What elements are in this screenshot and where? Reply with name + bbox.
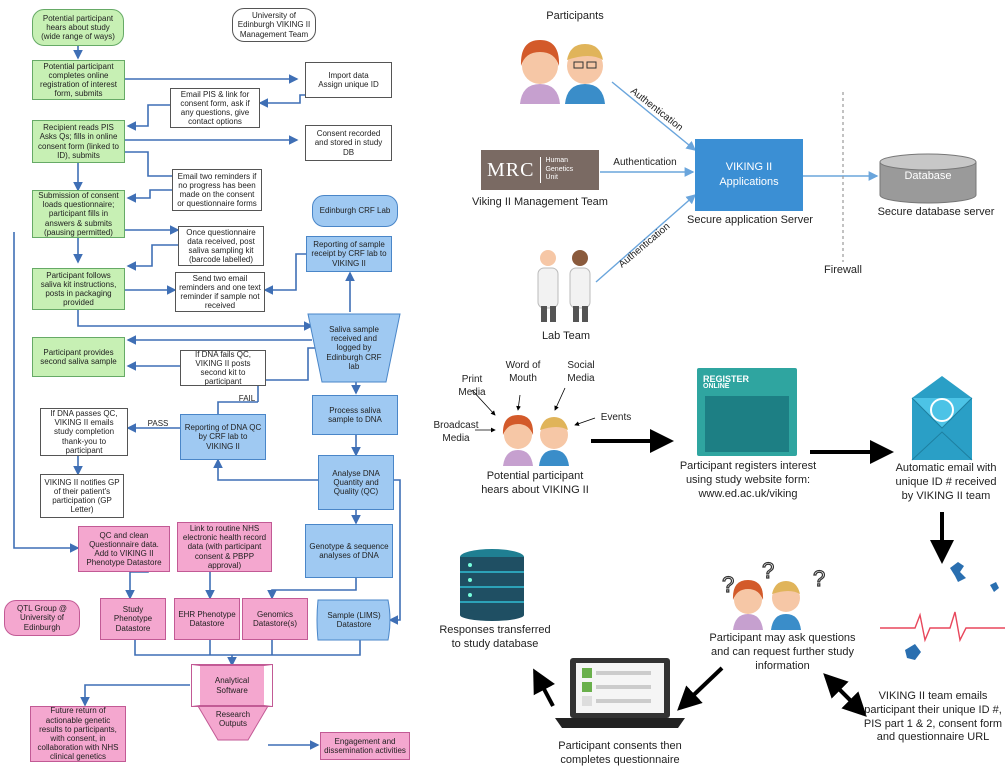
fail-label: FAIL xyxy=(238,394,256,404)
team-emails-label: VIKING II team emails participant their … xyxy=(863,690,1003,744)
participants-label: Participants xyxy=(546,10,604,22)
participant-questions-label: Participant may ask questions and can re… xyxy=(709,632,856,672)
notifies-gp-node: VIKING II notifies GP of their patient's… xyxy=(40,474,124,518)
follows-kit-node: Participant follows saliva kit instructi… xyxy=(32,268,125,310)
email-envelope-icon xyxy=(911,376,973,461)
crf-lab-node: Edinburgh CRF Lab xyxy=(312,195,398,227)
print-media-label: Print Media xyxy=(458,374,486,398)
dna-pass-node: If DNA passes QC, VIKING II emails study… xyxy=(40,408,128,456)
authentication-label-middle: Authentication xyxy=(613,157,677,168)
question-woman-icon xyxy=(732,580,764,630)
register-form-graphic xyxy=(705,396,789,452)
potential-participant-label: Potential participant hears about VIKING… xyxy=(481,470,589,496)
journey-connectors xyxy=(471,387,954,717)
reporting-receipt-node: Reporting of sample receipt by CRF lab t… xyxy=(306,236,392,272)
once-questionnaire-node: Once questionnaire data received, post s… xyxy=(178,226,264,266)
saliva-received-trapezoid xyxy=(307,313,401,383)
team-node: University of Edinburgh VIKING II Manage… xyxy=(232,8,316,42)
mrc-logo-text: MRC xyxy=(487,158,535,181)
register-online-graphic: REGISTER ONLINE xyxy=(697,368,797,456)
lab-team-label: Lab Team xyxy=(541,330,591,342)
email-reminders-node: Email two reminders if no progress has b… xyxy=(172,169,262,211)
analytical-software-node: Analytical Software xyxy=(191,664,273,707)
completes-registration-node: Potential participant completes online r… xyxy=(32,60,125,100)
heartbeat-line xyxy=(880,611,1005,643)
recipient-reads-node: Recipient reads PIS Asks Qs; fills in on… xyxy=(32,120,125,163)
future-return-node: Future return of actionable genetic resu… xyxy=(30,706,126,762)
register-subtitle: ONLINE xyxy=(703,383,730,390)
study-phenotype-node: Study Phenotype Datastore xyxy=(100,598,166,640)
analyse-dna-node: Analyse DNA Quantity and Quality (QC) xyxy=(318,455,394,510)
server-stack-icon xyxy=(460,549,524,621)
journey-woman-icon xyxy=(502,415,534,466)
register-title: REGISTER xyxy=(703,374,750,384)
process-saliva-node: Process saliva sample to DNA xyxy=(312,395,398,435)
email-pis-node: Email PIS & link for consent form, ask i… xyxy=(170,88,260,128)
participant-woman-icon xyxy=(520,40,560,104)
svg-text:?: ? xyxy=(813,566,825,591)
database-cylinder xyxy=(879,153,977,204)
saliva-received-label: Saliva sample received and logged by Edi… xyxy=(326,325,382,371)
send-reminders-node: Send two email reminders and one text re… xyxy=(175,272,265,312)
mrc-logo: MRC Human Genetics Unit xyxy=(481,150,599,190)
engagement-node: Engagement and dissemination activities xyxy=(320,732,410,760)
qtl-group-node: QTL Group @ University of Edinburgh xyxy=(4,600,80,636)
lab-team-icons xyxy=(537,250,591,322)
responses-transferred-label: Responses transferred to study database xyxy=(439,624,551,650)
events-label: Events xyxy=(600,412,632,423)
mrc-unit-text: Human Genetics Unit xyxy=(540,157,573,183)
svg-text:?: ? xyxy=(762,558,774,583)
dna-fail-node: If DNA fails QC, VIKING II posts second … xyxy=(180,350,266,386)
svg-text:?: ? xyxy=(722,572,734,597)
ehr-phenotype-node: EHR Phenotype Datastore xyxy=(174,598,240,640)
map-icon xyxy=(905,562,999,660)
laptop-icon xyxy=(555,658,685,728)
firewall-label: Firewall xyxy=(824,264,862,276)
second-sample-node: Participant provides second saliva sampl… xyxy=(32,337,125,377)
social-media-label: Social Media xyxy=(567,360,595,384)
import-data-node: Import data Assign unique ID xyxy=(305,62,392,98)
architecture-connectors xyxy=(595,81,879,283)
hears-node: Potential participant hears about study … xyxy=(32,9,124,46)
participant-consents-label: Participant consents then completes ques… xyxy=(558,740,682,766)
sample-lims-label: Sample (LIMS) Datastore xyxy=(327,610,381,629)
genomics-datastore-node: Genomics Datastore(s) xyxy=(242,598,308,640)
consent-recorded-node: Consent recorded and stored in study DB xyxy=(305,125,392,161)
automatic-email-label: Automatic email with unique ID # receive… xyxy=(895,462,997,502)
question-man-icon xyxy=(771,581,801,630)
submission-node: Submission of consent loads questionnair… xyxy=(32,190,125,238)
word-of-mouth-label: Word of Mouth xyxy=(505,360,541,384)
viking-applications-box: VIKING II Applications xyxy=(695,139,803,211)
participant-man-icon xyxy=(565,44,605,104)
management-team-label: Viking II Management Team xyxy=(472,196,608,208)
database-label: Database xyxy=(904,170,952,182)
pass-label: PASS xyxy=(147,419,169,429)
flowchart-connectors xyxy=(13,46,401,750)
reporting-dna-node: Reporting of DNA QC by CRF lab to VIKING… xyxy=(180,414,266,460)
qc-clean-node: QC and clean Questionnaire data. Add to … xyxy=(78,526,170,572)
broadcast-media-label: Broadcast Media xyxy=(433,420,479,444)
registers-interest-label: Participant registers interest using stu… xyxy=(679,460,817,500)
sample-lims-shape xyxy=(316,599,391,641)
secure-server-label: Secure application Server xyxy=(687,214,813,226)
journey-man-icon xyxy=(539,417,569,466)
link-nhs-node: Link to routine NHS electronic health re… xyxy=(177,522,272,572)
question-marks: ??? xyxy=(721,557,825,597)
research-outputs-label: Research Outputs xyxy=(215,709,251,728)
genotype-node: Genotype & sequence analyses of DNA xyxy=(305,524,393,578)
secure-database-label: Secure database server xyxy=(877,206,995,218)
